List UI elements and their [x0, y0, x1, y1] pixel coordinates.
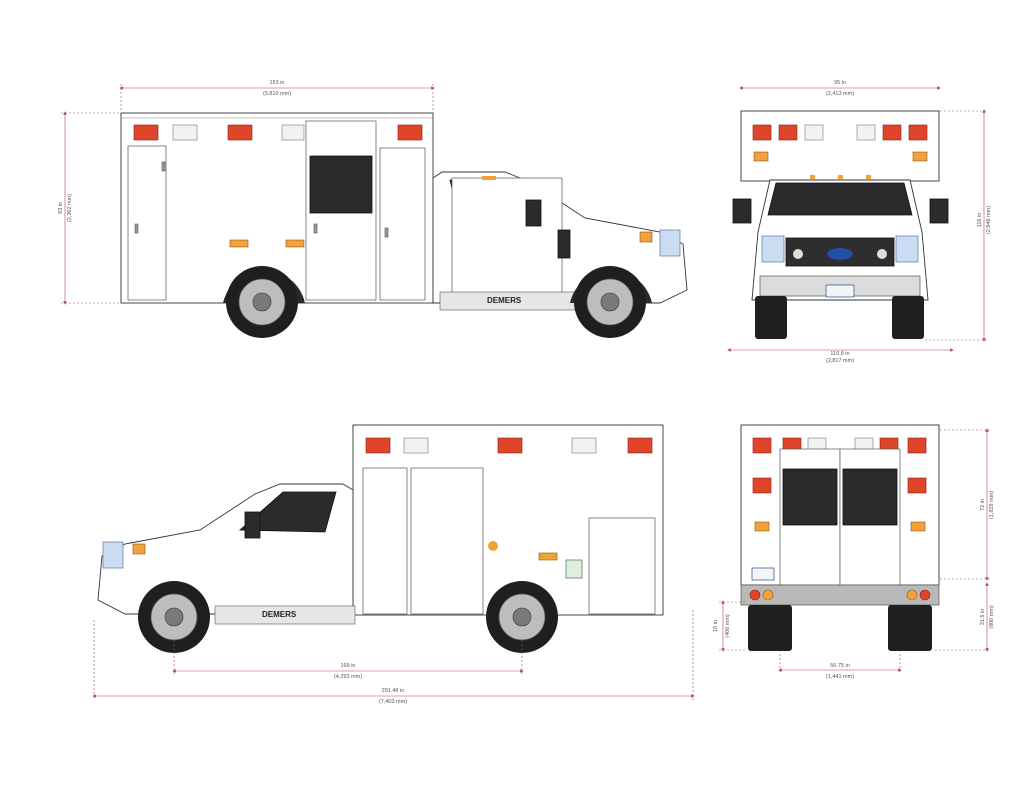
right-mirror — [929, 198, 949, 224]
dimension-rear-box-height — [940, 428, 991, 581]
brand-logo-text: DEMERS — [487, 296, 522, 305]
rear-license-plate — [751, 567, 775, 581]
compartment-door — [127, 145, 167, 301]
dim-label: 31.5 in — [980, 609, 986, 626]
dim-label: (7,403 mm) — [379, 699, 407, 705]
dimension-ground-clearance — [719, 600, 747, 652]
headlight — [659, 229, 681, 257]
warning-light — [397, 124, 423, 141]
dim-label: (1,441 mm) — [826, 674, 854, 680]
scene-light — [172, 124, 198, 141]
dimension-wheelbase — [172, 640, 524, 676]
dimension-overall-length — [92, 610, 695, 700]
dimension-rear-track — [778, 650, 902, 674]
dim-label: (2,362 mm) — [67, 194, 73, 222]
dim-label: 110.8 in — [830, 351, 849, 357]
rear-view: 72 in (1,829 mm) 31.5 in (800 mm) 16 in … — [713, 424, 995, 680]
dim-label: 72 in — [980, 499, 986, 511]
dim-label: 291.46 in — [382, 688, 405, 694]
dimension-front-height — [925, 109, 988, 342]
dim-label: 169 in — [341, 663, 356, 669]
scene-light — [281, 124, 305, 141]
dimension-rear-floor-height — [935, 582, 991, 652]
dim-label: (2,413 mm) — [826, 91, 854, 97]
side-mirror — [525, 199, 542, 227]
dim-label: (2,946 mm) — [986, 206, 992, 234]
dim-label: (3,810 mm) — [263, 91, 291, 97]
dim-label: 95 in — [834, 80, 846, 86]
windshield — [767, 182, 913, 216]
dim-label: (800 mm) — [989, 605, 995, 629]
dim-label: (1,829 mm) — [989, 491, 995, 519]
dim-label: 93 in — [58, 202, 64, 214]
warning-light — [133, 124, 159, 141]
driver-side-view: DEMERS 153 in (3,810 mm) 93 in (2,362 mm… — [58, 80, 688, 338]
dim-label: (4,293 mm) — [334, 674, 362, 680]
dim-label: (406 mm) — [725, 614, 731, 638]
compartment-door — [379, 147, 426, 301]
front-view: 95 in (2,413 mm) 116 in (2,946 mm) 110.8… — [727, 80, 992, 364]
license-plate — [825, 284, 855, 298]
brand-logo-text: DEMERS — [262, 610, 297, 619]
dim-label: (2,817 mm) — [826, 358, 854, 364]
dim-label: 16 in — [713, 620, 719, 632]
dim-label: 56.75 in — [830, 663, 850, 669]
curb-side-view: DEMERS 169 in (4,293 mm) 291.46 in (7,40… — [92, 424, 695, 705]
dim-label: 116 in — [977, 213, 983, 228]
dim-label: 153 in — [270, 80, 285, 86]
left-mirror — [732, 198, 752, 224]
warning-light — [227, 124, 253, 141]
side-door-window — [309, 155, 373, 214]
rear-step — [740, 584, 940, 606]
ford-logo — [827, 248, 853, 260]
dimension-box-length — [119, 84, 435, 112]
dimension-body-height — [61, 111, 120, 305]
